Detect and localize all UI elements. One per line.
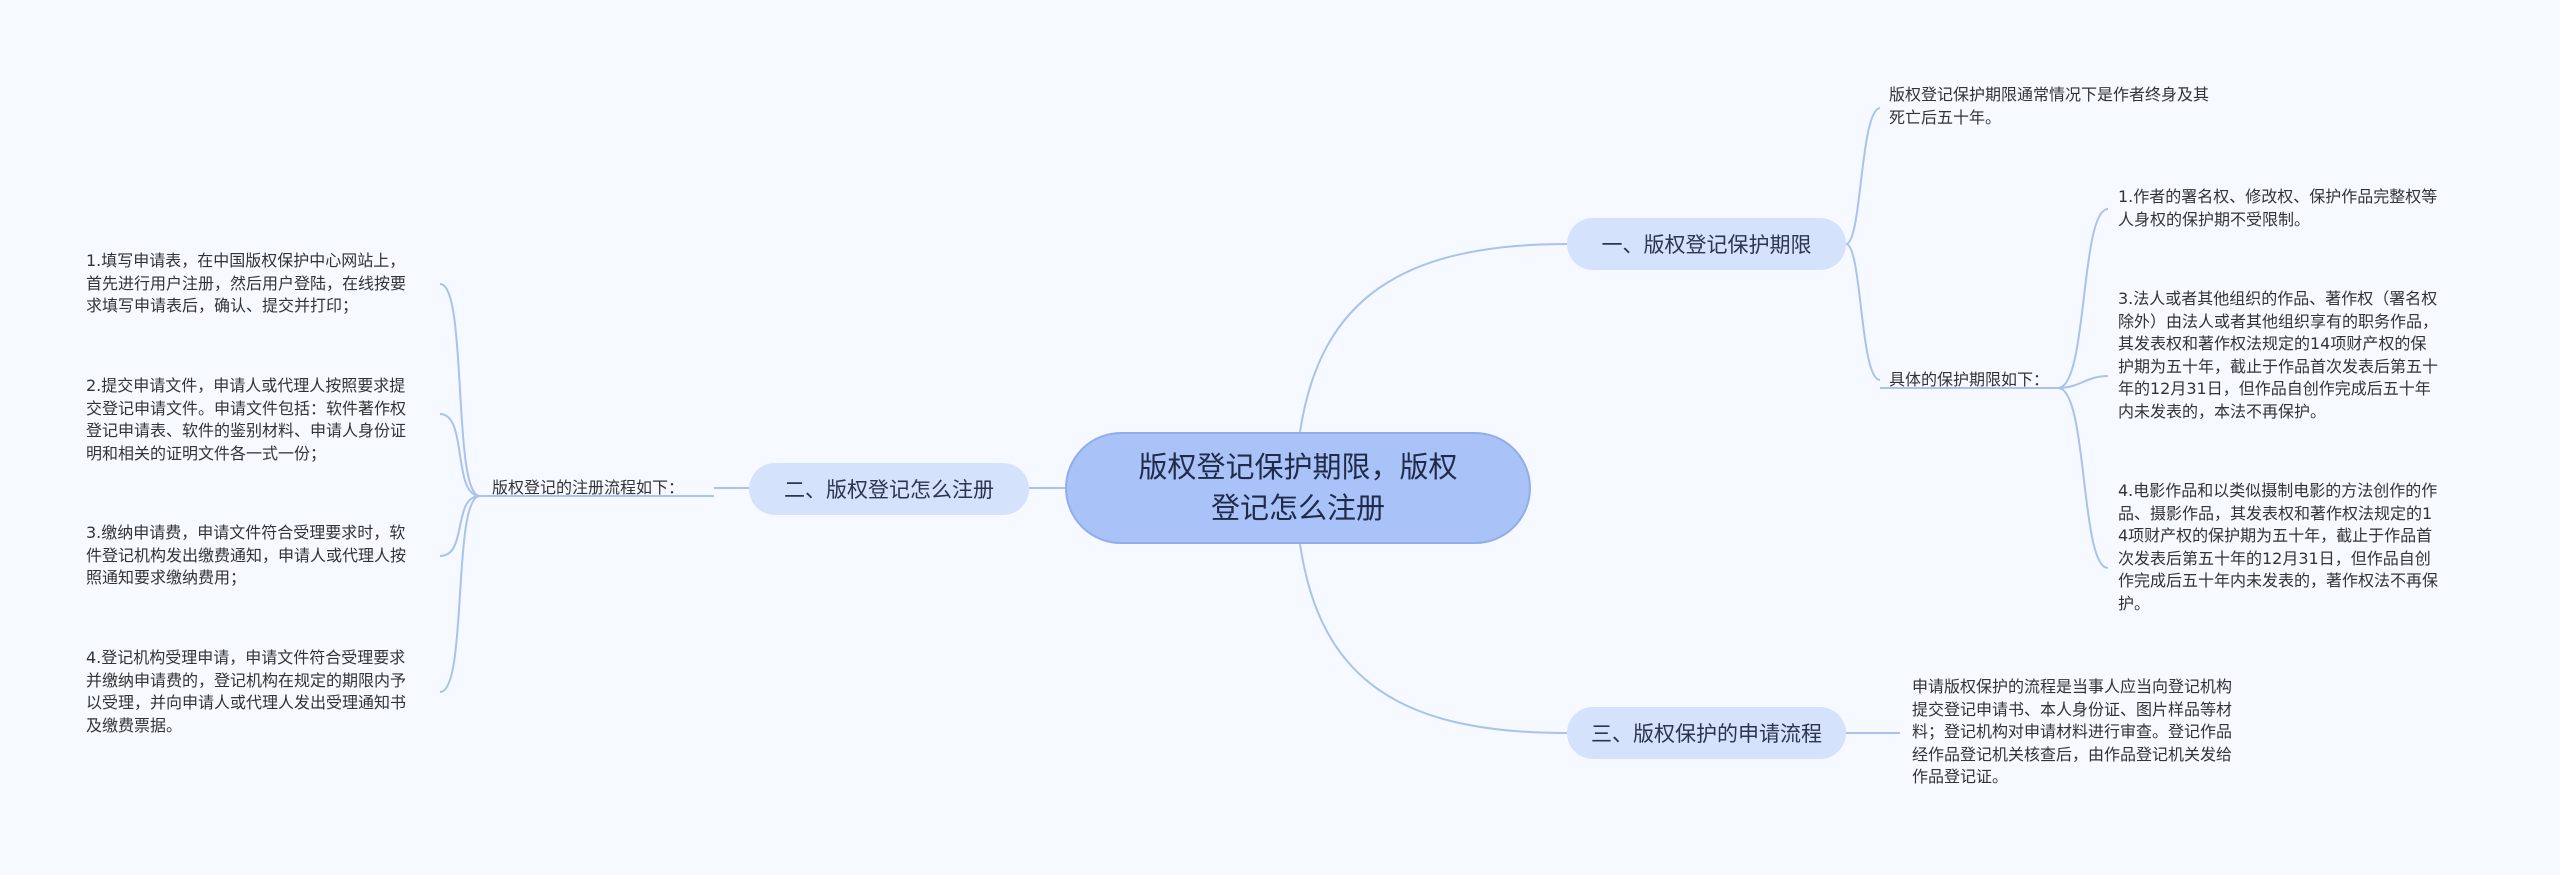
leaf-period-intro[interactable]: 版权登记保护期限通常情况下是作者终身及其 死亡后五十年。 xyxy=(1889,85,2210,127)
branch-label: 二、版权登记怎么注册 xyxy=(784,478,994,502)
label-registration-process[interactable]: 版权登记的注册流程如下： xyxy=(492,478,685,497)
link-l2-step1 xyxy=(439,283,481,497)
link-l2-step4 xyxy=(439,495,481,693)
leaf-legal-entity-works[interactable]: 3.法人或者其他组织的作品、著作权（署名权 除外）由法人或者其他组织享有的职务作… xyxy=(2118,289,2439,421)
link-l1-item1 xyxy=(2057,208,2109,389)
link-b1-label xyxy=(1845,243,1881,381)
branch-protection-period[interactable]: 一、版权登记保护期限 xyxy=(1567,218,1846,270)
link-root-b1 xyxy=(1299,243,1568,433)
branch-label: 三、版权保护的申请流程 xyxy=(1591,722,1822,746)
leaf-application-text[interactable]: 申请版权保护的流程是当事人应当向登记机构 提交登记申请书、本人身份证、图片样品等… xyxy=(1912,677,2233,786)
branch-label: 一、版权登记保护期限 xyxy=(1601,233,1812,257)
leaf-step-3[interactable]: 3.缴纳申请费，申请文件符合受理要求时，软 件登记机构发出缴费通知，申请人或代理… xyxy=(86,523,407,587)
root-title: 版权登记保护期限，版权 登记怎么注册 xyxy=(1138,450,1458,525)
link-l1-item4 xyxy=(2057,387,2109,569)
label-specific-periods[interactable]: 具体的保护期限如下： xyxy=(1889,370,2050,389)
link-l2-step3 xyxy=(439,495,481,557)
branch-application-process[interactable]: 三、版权保护的申请流程 xyxy=(1567,707,1846,759)
leaf-step-1[interactable]: 1.填写申请表，在中国版权保护中心网站上， 首先进行用户注册，然后用户登陆，在线… xyxy=(86,251,407,315)
branch-how-to-register[interactable]: 二、版权登记怎么注册 xyxy=(749,463,1029,515)
link-l1-item3 xyxy=(2057,375,2109,389)
leaf-step-4[interactable]: 4.登记机构受理申请，申请文件符合受理要求 并缴纳申请费的，登记机构在规定的期限… xyxy=(86,648,407,735)
leaf-step-2[interactable]: 2.提交申请文件，申请人或代理人按照要求提 交登记申请文件。申请文件包括：软件著… xyxy=(86,376,407,463)
root-topic[interactable]: 版权登记保护期限，版权 登记怎么注册 xyxy=(1065,432,1531,544)
link-b1-intro xyxy=(1845,107,1881,245)
link-l2-step2 xyxy=(439,413,481,497)
leaf-personal-rights[interactable]: 1.作者的署名权、修改权、保护作品完整权等 人身权的保护期不受限制。 xyxy=(2118,187,2438,229)
link-root-b3 xyxy=(1299,543,1568,734)
leaf-film-works[interactable]: 4.电影作品和以类似摄制电影的方法创作的作 品、摄影作品，其发表权和著作权法规定… xyxy=(2118,481,2439,613)
